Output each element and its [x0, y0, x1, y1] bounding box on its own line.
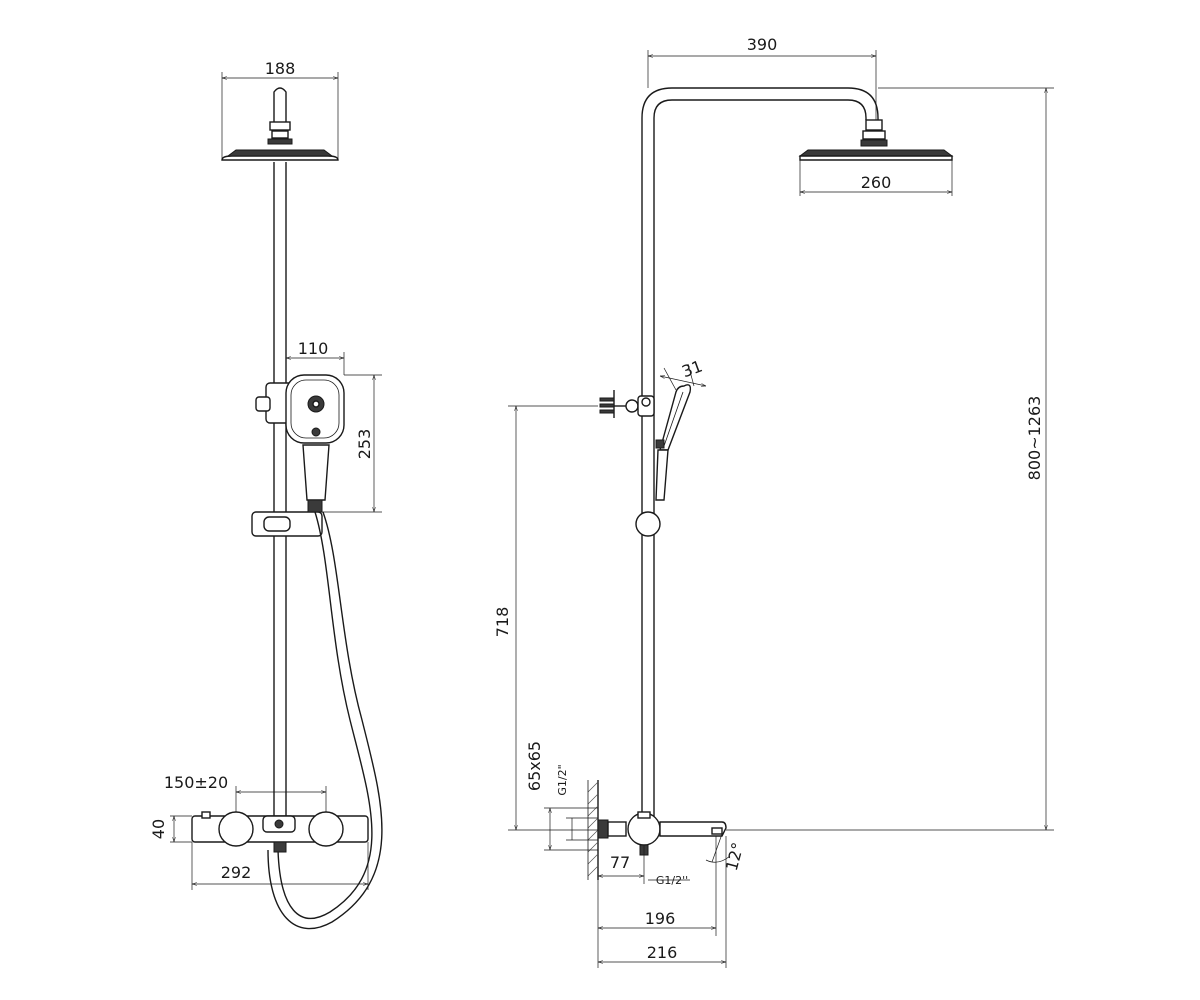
label-inlet-thread: G1/2" [556, 764, 569, 795]
dim-handshower-width: 110 [298, 339, 329, 358]
mixer-front [191, 811, 369, 853]
dim-mount-size: 65x65 [525, 741, 544, 791]
dim-overall-depth: 216 [647, 943, 678, 962]
dim-handshower-height: 253 [355, 429, 374, 460]
dim-mixer-height: 40 [149, 819, 168, 839]
front-view: 188 110 253 150±20 40 292 [149, 59, 383, 930]
dim-head-diameter: 260 [861, 173, 892, 192]
dim-arm-length: 390 [747, 35, 778, 54]
slide-rail-front [251, 162, 323, 820]
label-outlet-thread: G1/2'' [656, 874, 688, 887]
head-shower-front [221, 87, 339, 161]
hand-shower-side [655, 384, 692, 501]
front-dimensions: 188 110 253 150±20 40 292 [149, 59, 382, 890]
dim-total-height: 800~1263 [1025, 396, 1044, 481]
side-dimensions: 390 260 31 800~1263 718 6 [493, 35, 1054, 968]
wall-bracket-side [599, 390, 655, 418]
dim-head-width: 188 [265, 59, 296, 78]
dim-handshower-thickness: 31 [679, 356, 705, 381]
dim-inlet-spacing: 150±20 [164, 773, 228, 792]
mixer-side [597, 811, 727, 856]
shower-hose [267, 511, 383, 930]
side-view: 390 260 31 800~1263 718 6 [493, 35, 1054, 968]
head-shower-side [798, 119, 954, 161]
dim-wall-offset: 77 [610, 853, 630, 872]
rail-and-arm-side [641, 87, 879, 820]
slider-knob-side [635, 511, 661, 537]
dim-holder-height: 718 [493, 607, 512, 638]
dim-spout-length: 196 [645, 909, 676, 928]
hand-shower-front [285, 374, 345, 513]
dim-mixer-width: 292 [221, 863, 252, 882]
